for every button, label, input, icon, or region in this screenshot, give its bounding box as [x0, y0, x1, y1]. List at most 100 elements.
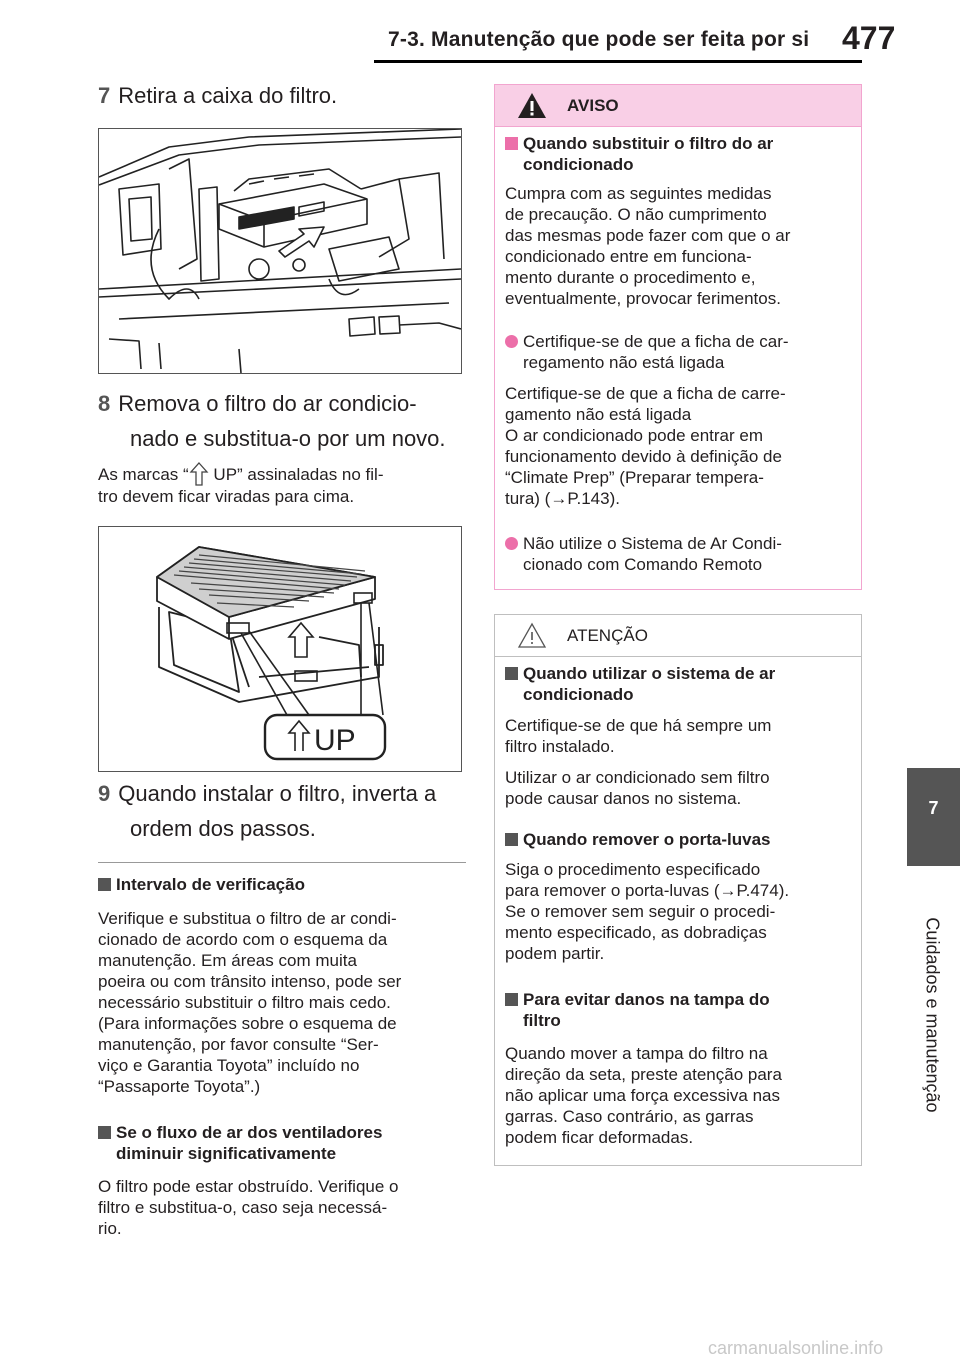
heading-text: filtro	[523, 1011, 561, 1030]
notice-body-1b: Utilizar o ar condicionado sem filtro po…	[505, 767, 855, 809]
body-line: para remover o porta-luvas (→P.474).	[505, 881, 790, 900]
heading-text: Quando remover o porta-luvas	[523, 830, 771, 849]
step-text-line1: Quando instalar o filtro, inverta a	[118, 781, 437, 806]
body-line: rio.	[98, 1219, 122, 1238]
notice-label: ATENÇÃO	[567, 626, 648, 645]
section-heading-airflow: Se o fluxo de ar dos ventiladores diminu…	[98, 1122, 468, 1164]
body-line: eventualmente, provocar ferimentos.	[505, 289, 781, 308]
body-line: mento especificado, as dobradiças	[505, 923, 767, 942]
body-line: manutenção. Em áreas com muita	[98, 951, 357, 970]
filter-up-illustration: UP	[98, 526, 462, 772]
heading-text: condicionado	[523, 685, 634, 704]
body-line: não aplicar uma força excessiva nas	[505, 1086, 780, 1105]
notice-heading-3: Para evitar danos na tampa do filtro	[505, 989, 855, 1031]
step-number: 7	[98, 83, 111, 108]
body-line: das mesmas pode fazer com que o ar	[505, 226, 791, 245]
filter-drawing: UP	[156, 546, 387, 761]
section-divider	[98, 862, 466, 863]
body-line: filtro instalado.	[505, 737, 615, 756]
warning-heading: Quando substituir o filtro do ar condici…	[505, 133, 855, 175]
warning-intro: Cumpra com as seguintes medidas de preca…	[505, 183, 855, 309]
note-text-before: As marcas “	[98, 465, 189, 484]
notice-body-2: Siga o procedimento especificado para re…	[505, 859, 855, 964]
page-number: 477	[842, 20, 896, 56]
body-line: Verifique e substitua o filtro de ar con…	[98, 909, 397, 928]
body-line: O ar condicionado pode entrar em	[505, 426, 763, 445]
body-line: Se o remover sem seguir o procedi-	[505, 902, 776, 921]
body-line: filtro e substitua-o, caso seja necessá-	[98, 1198, 388, 1217]
note-text-line2: tro devem ficar viradas para cima.	[98, 487, 355, 506]
section-body-interval: Verifique e substitua o filtro de ar con…	[98, 908, 468, 1097]
body-line: gamento não está ligada	[505, 405, 692, 424]
square-bullet-icon	[505, 667, 518, 680]
body-line: manutenção, por favor consulte “Ser-	[98, 1035, 379, 1054]
chapter-title: Cuidados e manutenção	[922, 917, 943, 1113]
up-label: UP	[314, 724, 356, 757]
warning-label: AVISO	[567, 96, 619, 115]
notice-body-3: Quando mover a tampa do filtro na direçã…	[505, 1043, 855, 1148]
up-arrow-icon	[189, 462, 209, 486]
step-number: 9	[98, 781, 111, 806]
section-title: 7-3. Manutenção que pode ser feita por s…	[388, 28, 810, 51]
heading-text: diminuir significativamente	[116, 1144, 337, 1163]
step-text-line2: nado e substitua-o por um novo.	[130, 426, 446, 451]
notice-body-1a: Certifique-se de que há sempre um filtro…	[505, 715, 855, 757]
chapter-tab: 7	[907, 768, 960, 866]
body-line: viço e Garantia Toyota” incluído no	[98, 1056, 360, 1075]
body-line: cionado com Comando Remoto	[523, 555, 763, 574]
step-text-line2: ordem dos passos.	[130, 816, 316, 841]
filter-case-drawing	[98, 128, 462, 374]
circle-bullet-icon	[505, 335, 518, 348]
note-text-after: UP” assinaladas no fil-	[208, 465, 384, 484]
body-line: Não utilize o Sistema de Ar Condi-	[523, 534, 782, 553]
up-mark-note: As marcas “ UP” assinaladas no fil- tro …	[98, 462, 468, 507]
body-line: funcionamento devido à definição de	[505, 447, 782, 466]
body-line: Utilizar o ar condicionado sem filtro	[505, 768, 770, 787]
warning-triangle-icon	[518, 93, 546, 118]
step-number: 8	[98, 391, 111, 416]
body-line: podem partir.	[505, 944, 605, 963]
section-body-airflow: O filtro pode estar obstruído. Verifique…	[98, 1176, 468, 1239]
heading-text: Intervalo de verificação	[116, 875, 305, 894]
caution-triangle-icon	[517, 622, 547, 648]
heading-text: condicionado	[523, 155, 634, 174]
square-bullet-icon	[505, 993, 518, 1006]
warning-bullet-1: Certifique-se de que a ficha de car- reg…	[505, 331, 855, 373]
body-line: “Climate Prep” (Preparar tempera-	[505, 468, 764, 487]
body-line: garras. Caso contrário, as garras	[505, 1107, 754, 1126]
body-line: de precaução. O não cumprimento	[505, 205, 767, 224]
notice-box: ATENÇÃO Quando utilizar o sistema de ar …	[494, 614, 862, 1166]
body-line: necessário substituir o filtro mais cedo…	[98, 993, 391, 1012]
body-line: Siga o procedimento especificado	[505, 860, 761, 879]
body-line: regamento não está ligada	[523, 353, 725, 372]
body-line: cionado de acordo com o esquema da	[98, 930, 388, 949]
step-text-line1: Remova o filtro do ar condicio-	[118, 391, 417, 416]
body-line: mento durante o procedimento e,	[505, 268, 756, 287]
header-rule	[374, 60, 862, 63]
heading-text: Se o fluxo de ar dos ventiladores	[116, 1123, 383, 1142]
page-header: 7-3. Manutenção que pode ser feita por s…	[0, 0, 960, 70]
filter-case-illustration	[98, 128, 462, 374]
body-line: pode causar danos no sistema.	[505, 789, 742, 808]
heading-text: Para evitar danos na tampa do	[523, 990, 770, 1009]
warning-header: AVISO	[495, 85, 861, 127]
body-line: Quando mover a tampa do filtro na	[505, 1044, 768, 1063]
body-line: direção da seta, preste atenção para	[505, 1065, 782, 1084]
body-line: (Para informações sobre o esquema de	[98, 1014, 397, 1033]
heading-text: Quando utilizar o sistema de ar	[523, 664, 776, 683]
body-line: Certifique-se de que a ficha de car-	[523, 332, 789, 351]
circle-bullet-icon	[505, 537, 518, 550]
body-line: tura) (→P.143).	[505, 489, 620, 508]
step-9: 9 Quando instalar o filtro, inverta a ord…	[98, 776, 468, 846]
square-bullet-icon	[505, 137, 518, 150]
body-line: condicionado entre em funciona-	[505, 247, 752, 266]
body-line: O filtro pode estar obstruído. Verifique…	[98, 1177, 399, 1196]
body-line: Certifique-se de que a ficha de carre-	[505, 384, 786, 403]
notice-heading-1: Quando utilizar o sistema de ar condicio…	[505, 663, 855, 705]
step-8: 8 Remova o filtro do ar condicio- nado e …	[98, 386, 468, 456]
warning-detail: Certifique-se de que a ficha de carre- g…	[505, 383, 855, 509]
warning-bullet-2: Não utilize o Sistema de Ar Condi- ciona…	[505, 533, 855, 575]
square-bullet-icon	[98, 878, 111, 891]
body-line: poeira ou com trânsito intenso, pode ser	[98, 972, 402, 991]
